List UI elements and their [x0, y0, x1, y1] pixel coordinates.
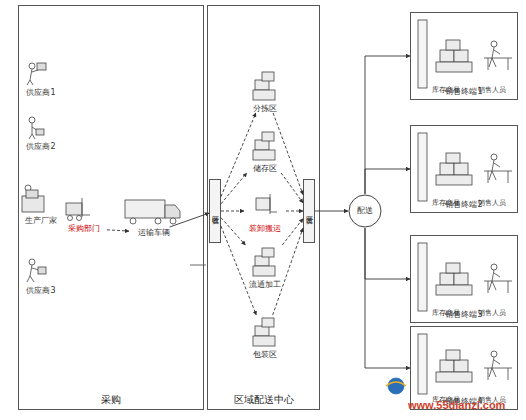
node-text: 装卸搬运	[249, 224, 281, 233]
flow-arrow	[107, 230, 129, 231]
note-label: 库存商品	[432, 85, 460, 95]
department-label: 采购部门	[61, 223, 107, 234]
node-text: 流通加工	[249, 280, 281, 289]
node-text: 供应商1	[26, 88, 55, 97]
node-text: 包装区	[253, 350, 277, 359]
node-text: 储存区	[253, 164, 277, 173]
truck-icon	[125, 200, 180, 224]
node-text: 区域配送中心	[234, 394, 294, 406]
flow-arrow	[282, 219, 303, 245]
node-text: 采购	[101, 394, 121, 406]
note-label: 库存商品	[432, 198, 460, 208]
terminal-illustration	[418, 20, 512, 394]
flow-arrow	[170, 213, 209, 227]
flow-arrow	[221, 211, 244, 212]
note-label: 销售人员	[478, 85, 506, 95]
flow-arrow	[315, 211, 348, 212]
node-text: 采购部门	[68, 224, 100, 233]
flow-arrow	[365, 56, 410, 194]
flow-arrow	[365, 169, 410, 194]
node-text: 生产厂家	[25, 216, 57, 225]
watermark-logo	[386, 378, 406, 394]
node-text: 供应商2	[26, 142, 55, 151]
node-text: 分拣区	[253, 104, 277, 113]
flow-arrow	[286, 211, 303, 212]
node-text: 运输车辆	[138, 228, 170, 237]
node-text: 供应商3	[26, 286, 55, 295]
flow-arrow	[273, 113, 303, 195]
supplier-label: 供应商1	[19, 87, 63, 98]
flow-arrow	[221, 113, 256, 197]
vehicle-label: 运输车辆	[129, 227, 179, 238]
hub-circle: 配送	[348, 194, 382, 228]
area-box: 包装区	[244, 315, 286, 359]
group-panel: 区域配送中心 收货区 分拣区储存区装卸搬运流通加工包装区 发货区	[207, 5, 320, 410]
flow-arrow	[365, 228, 410, 368]
group-panel: 采购 供应商1 供应商2 生产厂家供应商3 采购部门 运输车辆	[18, 5, 204, 410]
supplier-label: 生产厂家	[19, 215, 63, 226]
note-label: 销售人员	[478, 308, 506, 318]
note-label: 销售人员	[478, 198, 506, 208]
flow-arrow	[221, 218, 245, 245]
supplier-label: 供应商2	[19, 141, 63, 152]
flow-arrow	[221, 173, 247, 204]
watermark: www.55dianzi.com	[408, 399, 505, 411]
area-box: 流通加工	[244, 245, 286, 289]
area-box: 装卸搬运	[244, 189, 286, 233]
supplier-label: 供应商3	[19, 285, 63, 296]
forklift-icon	[66, 198, 90, 221]
flow-arrow	[281, 173, 303, 203]
rack-box: 收货区	[209, 179, 221, 243]
goods-stack-icon	[253, 72, 277, 346]
node-text: 配送	[357, 206, 373, 215]
rack-box: 发货区	[303, 179, 315, 243]
area-box: 储存区	[244, 129, 286, 173]
flow-arrow	[273, 228, 303, 315]
flow-arrow	[221, 226, 256, 315]
note-label: 库存商品	[432, 308, 460, 318]
flow-arrow	[365, 228, 410, 279]
area-box: 分拣区	[244, 69, 286, 113]
